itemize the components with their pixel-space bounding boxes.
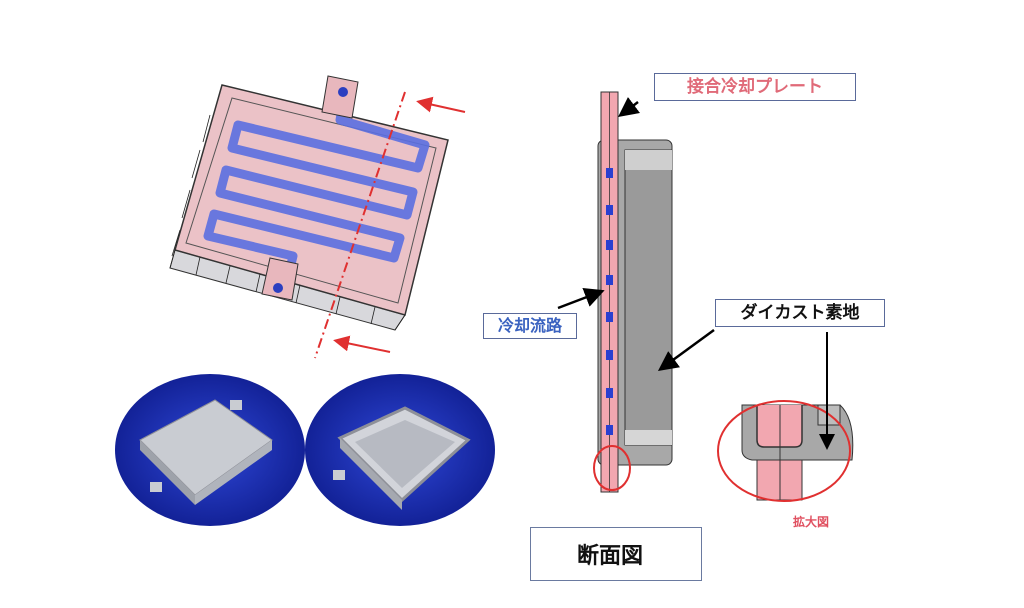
- cooling-plate-3d-model: [169, 75, 466, 359]
- serpentine-channel: [203, 91, 430, 292]
- label-enlarged-view: 拡大図: [793, 515, 830, 529]
- label-bonded-cooling-plate: 接合冷却プレート: [654, 73, 856, 101]
- label-cooling-channel: 冷却流路: [483, 313, 577, 339]
- legend-cross-section-label: 断面図: [577, 544, 644, 569]
- legend-cross-section: [530, 527, 702, 581]
- photo-plate-bottom: [305, 374, 495, 526]
- label-die-cast-base: ダイカスト素地: [715, 299, 885, 327]
- enlarged-detail: [717, 332, 854, 502]
- section-line: [314, 91, 406, 359]
- cross-section-view: [557, 91, 715, 493]
- photo-plate-top: [115, 374, 305, 526]
